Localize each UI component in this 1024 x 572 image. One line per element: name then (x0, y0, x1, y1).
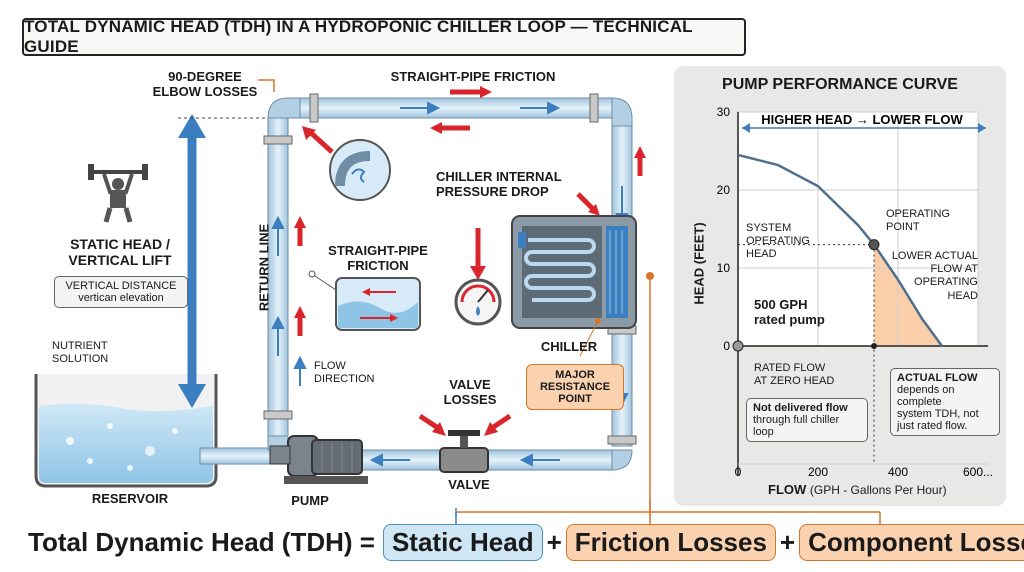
friction-losses-term: Friction Losses (565, 523, 776, 561)
vertical-distance-note: VERTICAL DISTANCE vertican elevation (54, 276, 188, 308)
loop-diagram (34, 79, 654, 516)
pump-label: PUMP (291, 493, 329, 508)
straight-pipe-mid-label: STRAIGHT-PIPE FRICTION (328, 243, 428, 273)
chart-title: PUMP PERFORMANCE CURVE (722, 76, 958, 93)
pressure-gauge-icon (454, 278, 502, 326)
tdh-equation: Total Dynamic Head (TDH) = Static Head +… (28, 522, 1024, 562)
return-line-label: RETURN LINE (256, 223, 272, 312)
y-tick-label: 0 (723, 339, 730, 353)
pump-unit (269, 435, 368, 484)
elbow-losses-label: 90-DEGREE ELBOW LOSSES (152, 69, 258, 99)
x-tick-label: 400 (888, 465, 908, 479)
equation-lhs: Total Dynamic Head (TDH) = (28, 526, 375, 557)
performance-curve (737, 153, 944, 347)
zero-head-marker (732, 340, 744, 352)
not-delivered-rest: through full chiller loop (753, 414, 840, 438)
chiller-drop-label: CHILLER INTERNAL PRESSURE DROP (436, 169, 562, 199)
plot-area (738, 112, 978, 346)
operating-point-note: OPERATING POINT (886, 208, 950, 234)
rated-pump-note: 500 GPH rated pump (754, 297, 825, 327)
pump-curve-panel: PUMP PERFORMANCE CURVE HEAD (FEET) 02004… (674, 66, 1006, 506)
y-tick-label: 10 (717, 261, 731, 275)
operating-point-marker (868, 239, 880, 251)
chiller-unit (511, 215, 654, 329)
not-delivered-note: Not delivered flow through full chiller … (746, 398, 868, 442)
banner-arrow-right (978, 123, 986, 133)
actual-flow-rest: depends on complete system TDH, not just… (897, 384, 979, 432)
plus-sign-1: + (546, 526, 562, 557)
static-head-term: Static Head (382, 523, 543, 561)
y-tick-label: 20 (717, 183, 731, 197)
flow-direction-label: FLOW DIRECTION (314, 360, 375, 386)
chart-xlabel: FLOW (GPH - Gallons Per Hour) (768, 482, 988, 497)
valve-losses-label: VALVE LOSSES (443, 377, 497, 407)
static-head-label: STATIC HEAD / VERTICAL LIFT (68, 236, 172, 269)
lower-actual-note: LOWER ACTUAL FLOW AT OPERATING HEAD (891, 250, 978, 302)
banner-arrow-left (742, 123, 750, 133)
valve-label: VALVE (448, 477, 490, 492)
rated-flow-note: RATED FLOW AT ZERO HEAD (754, 362, 835, 388)
straight-pipe-top-label: STRAIGHT-PIPE FRICTION (390, 69, 556, 84)
xlabel-main: FLOW (768, 482, 807, 497)
reservoir-label: RESERVOIR (91, 491, 169, 506)
y-tick-label: 30 (717, 105, 731, 119)
actual-flow-note: ACTUAL FLOW depends on complete system T… (890, 368, 1000, 436)
x-tick-label: 200 (808, 465, 828, 479)
system-head-note: SYSTEM OPERATING HEAD (746, 222, 810, 261)
page-title: TOTAL DYNAMIC HEAD (TDH) IN A HYDROPONIC… (22, 17, 746, 56)
banner-text: HIGHER HEAD → LOWER FLOW (761, 112, 963, 127)
actual-flow-marker (871, 343, 877, 349)
valve-icon (439, 430, 489, 473)
static-head-arrow (178, 114, 290, 408)
not-delivered-bold: Not delivered flow (753, 402, 848, 414)
component-losses-term: Component Losses (799, 523, 1024, 561)
xlabel-unit: (GPH - Gallons Per Hour) (809, 483, 947, 497)
x-tick-label: 600... (963, 465, 993, 479)
major-resistance-note: MAJOR RESISTANCE POINT (526, 364, 624, 410)
pipe-zoom (308, 270, 421, 331)
weightlifter-icon (88, 164, 148, 223)
nutrient-solution-label: NUTRIENT SOLUTION (52, 340, 109, 366)
chiller-label: CHILLER (540, 339, 598, 354)
reservoir-tank (34, 374, 218, 488)
plus-sign-2: + (779, 526, 796, 557)
actual-flow-bold: ACTUAL FLOW (897, 372, 978, 384)
elbow-magnifier (329, 139, 391, 201)
